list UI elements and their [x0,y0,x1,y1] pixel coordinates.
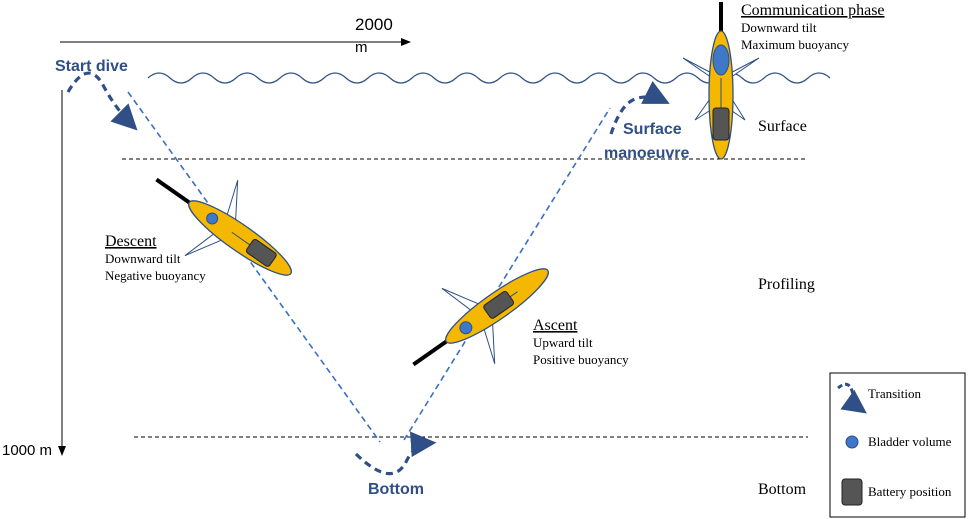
descent-title: Descent [105,233,157,250]
vertical-axis-label: 1000 m [2,442,52,459]
ascent-title: Ascent [533,317,578,334]
dive-trajectory [127,91,611,443]
zone-surface-label: Surface [758,118,807,135]
legend-transition-label: Transition [868,386,921,401]
battery-icon [245,239,277,267]
glider-communication [682,2,760,160]
bladder-icon [712,44,730,76]
horizontal-axis-value: 2000 [355,15,393,34]
start-dive-label: Start dive [55,58,128,75]
zone-bottom-label: Bottom [758,481,807,498]
communication-line2: Maximum buoyancy [741,37,849,52]
legend [829,372,966,518]
surface-transition [609,80,670,135]
zone-profiling-label: Profiling [758,276,815,293]
legend-battery-icon [841,478,863,506]
descent-line1: Downward tilt [105,251,181,266]
legend-battery-label: Battery position [868,484,952,499]
bottom-transition [354,431,437,476]
bladder-icon [459,321,473,335]
glider-ascent [412,268,549,367]
battery-icon [483,290,515,319]
communication-title: Communication phase [741,2,885,19]
surface-manoeuvre-label-line1: Surface [623,121,682,138]
ascent-line1: Upward tilt [533,335,593,350]
bottom-turn-label: Bottom [368,481,424,498]
legend-transition-icon [837,382,867,414]
legend-bladder-icon [845,435,859,449]
descent-line2: Negative buoyancy [105,268,206,283]
surface-manoeuvre-label-line2: manoeuvre [604,145,689,162]
communication-line1: Downward tilt [741,20,817,35]
legend-bladder-label: Bladder volume [868,434,952,449]
ascent-line2: Positive buoyancy [533,352,629,367]
horizontal-axis-unit: m [355,39,368,56]
glider-descent [155,177,292,276]
bladder-icon [206,212,219,225]
start-dive-transition [66,71,138,131]
battery-icon [712,107,730,141]
